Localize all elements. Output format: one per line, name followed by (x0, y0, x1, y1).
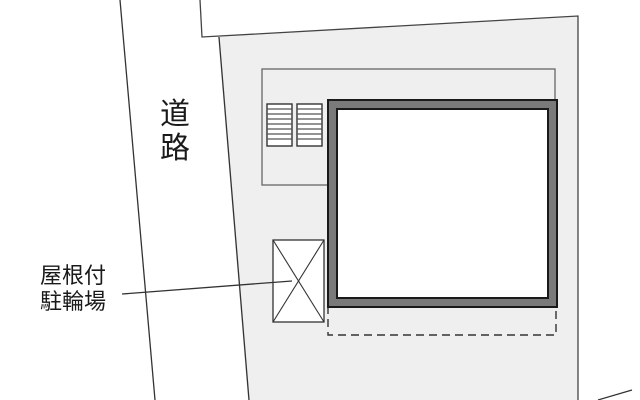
boundary-fragment (597, 389, 633, 400)
road-left-edge (119, 0, 156, 400)
bike-label-leader-line (121, 280, 293, 295)
building (327, 99, 558, 308)
bike-shelter-box (272, 239, 325, 323)
road-right-edge (218, 36, 250, 400)
lot-top-boundary (199, 0, 579, 400)
road-label-char-2: 路 (160, 131, 190, 166)
road-label-char-1: 道 (160, 97, 190, 132)
vent-grille-1 (266, 103, 293, 147)
bike-parking-label-line-2: 駐輪場 (40, 290, 107, 315)
road-label: 道 路 (157, 100, 193, 168)
bike-parking-label: 屋根付 駐輪場 (40, 266, 106, 318)
vent-grille-2 (296, 103, 323, 147)
balcony-dashed-outline (327, 304, 557, 336)
bike-parking-label-line-1: 屋根付 (40, 264, 107, 289)
